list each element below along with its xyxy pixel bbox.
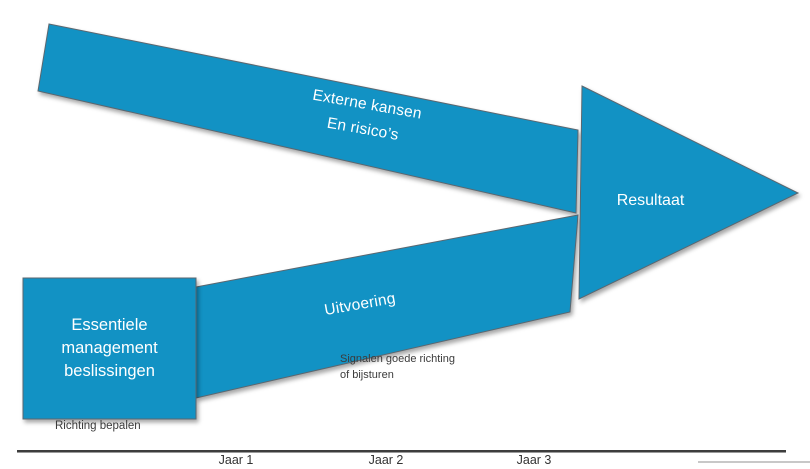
timeline-label-jaar3: Jaar 3 <box>516 453 552 467</box>
decision-box-label: Essentiele management beslissingen <box>23 278 196 419</box>
partial-box-edge <box>698 461 810 463</box>
richting-bepalen-note: Richting bepalen <box>55 420 141 432</box>
decision-box-shape <box>22 277 197 420</box>
timeline-label-jaar1: Jaar 1 <box>218 453 254 467</box>
timeline-label-jaar2: Jaar 2 <box>368 453 404 467</box>
signalen-note-line1: Signalen goede richting <box>340 353 455 365</box>
signalen-note-line2: of bijsturen <box>340 368 394 381</box>
result-arrow-label: Resultaat <box>616 192 685 209</box>
signalen-note: Signalen goede richting of bijsturen <box>340 352 455 383</box>
decision-box-label-line3: beslissingen <box>64 362 155 380</box>
timeline-axis <box>17 450 786 453</box>
decision-box-label-line1: Essentiele <box>71 316 148 334</box>
external-band-shape <box>37 23 579 214</box>
result-arrow-shape <box>578 85 800 300</box>
decision-box-label-line2: management <box>61 339 158 357</box>
